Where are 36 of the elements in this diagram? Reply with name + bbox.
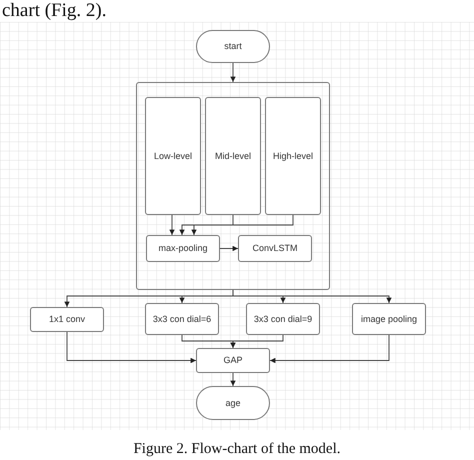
- node-label: GAP: [222, 355, 244, 366]
- terminal-pill: [196, 386, 270, 420]
- terminal-pill: [196, 30, 270, 63]
- node-label: image pooling: [360, 314, 418, 324]
- arrow: [270, 334, 390, 364]
- arrow: [230, 62, 236, 82]
- process-box: [145, 303, 219, 335]
- arrow: [66, 332, 196, 364]
- node-label: ConvLSTM: [251, 243, 298, 254]
- process-box: [265, 97, 321, 215]
- node-label: age: [224, 398, 242, 408]
- node-label: 3x3 con dial=9: [252, 314, 314, 324]
- arrow: [169, 214, 175, 236]
- node-label: 1x1 conv: [48, 314, 86, 325]
- arrow: [220, 246, 238, 252]
- node-label: max-pooling: [157, 243, 209, 254]
- figure-caption: Figure 2. Flow-chart of the model.: [132, 440, 342, 459]
- node-label: Low-level: [152, 150, 194, 162]
- node-label: start: [223, 41, 243, 52]
- text-fragment: chart (Fig. 2).: [2, 0, 106, 22]
- arrow: [191, 214, 294, 236]
- process-box: [30, 307, 104, 332]
- arrow: [230, 372, 236, 386]
- process-box: [352, 303, 426, 335]
- process-box: [196, 348, 270, 373]
- node-label: Mid-level: [214, 150, 252, 162]
- process-box: [145, 97, 201, 215]
- group-box: [136, 82, 330, 290]
- node-label: 3x3 con dial=6: [152, 314, 212, 324]
- arrow: [230, 334, 284, 348]
- arrow: [179, 214, 234, 236]
- process-box: [238, 235, 312, 262]
- process-box: [246, 303, 320, 335]
- process-box: [205, 97, 261, 215]
- node-label: High-level: [272, 150, 314, 162]
- process-box: [146, 235, 220, 262]
